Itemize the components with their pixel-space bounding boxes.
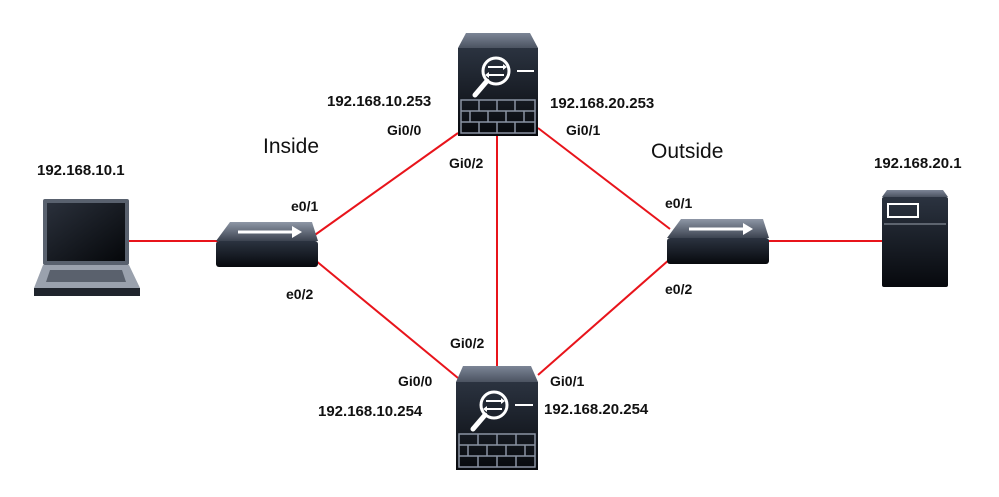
firewall-icon	[456, 366, 538, 470]
fw-secondary-failover-if: Gi0/2	[450, 335, 485, 351]
inside-zone-label: Inside	[263, 135, 320, 158]
outside-zone-label: Outside	[651, 140, 724, 163]
fw-secondary-outside-if: Gi0/1	[550, 373, 585, 389]
link-switch-inside-fw-secondary	[314, 259, 459, 379]
laptop-icon	[34, 199, 140, 296]
fw-primary-failover-if: Gi0/2	[449, 155, 484, 171]
switch-inside-port-top: e0/1	[291, 198, 319, 214]
fw-primary-outside-ip: 192.168.20.253	[550, 95, 655, 112]
fw-secondary-inside-ip: 192.168.10.254	[318, 403, 423, 420]
fw-primary-inside-if: Gi0/0	[387, 122, 422, 138]
link-fw-secondary-switch-outside	[537, 258, 671, 376]
fw-primary-inside-ip: 192.168.10.253	[327, 93, 432, 110]
switch-outside-port-bottom: e0/2	[665, 281, 693, 297]
fw-primary-outside-if: Gi0/1	[566, 122, 601, 138]
fw-secondary-inside-if: Gi0/0	[398, 373, 433, 389]
link-switch-inside-fw-primary	[311, 132, 459, 238]
switch-icon	[216, 222, 318, 267]
fw-secondary-outside-ip: 192.168.20.254	[544, 401, 649, 418]
links	[128, 127, 882, 379]
server-icon	[882, 190, 948, 287]
firewall-icon	[458, 33, 538, 136]
link-fw-primary-switch-outside	[537, 127, 671, 230]
switch-icon	[667, 219, 769, 264]
server-ip: 192.168.20.1	[874, 155, 962, 172]
switch-outside-port-top: e0/1	[665, 195, 693, 211]
switch-inside-port-bottom: e0/2	[286, 286, 314, 302]
laptop-ip: 192.168.10.1	[37, 162, 125, 179]
